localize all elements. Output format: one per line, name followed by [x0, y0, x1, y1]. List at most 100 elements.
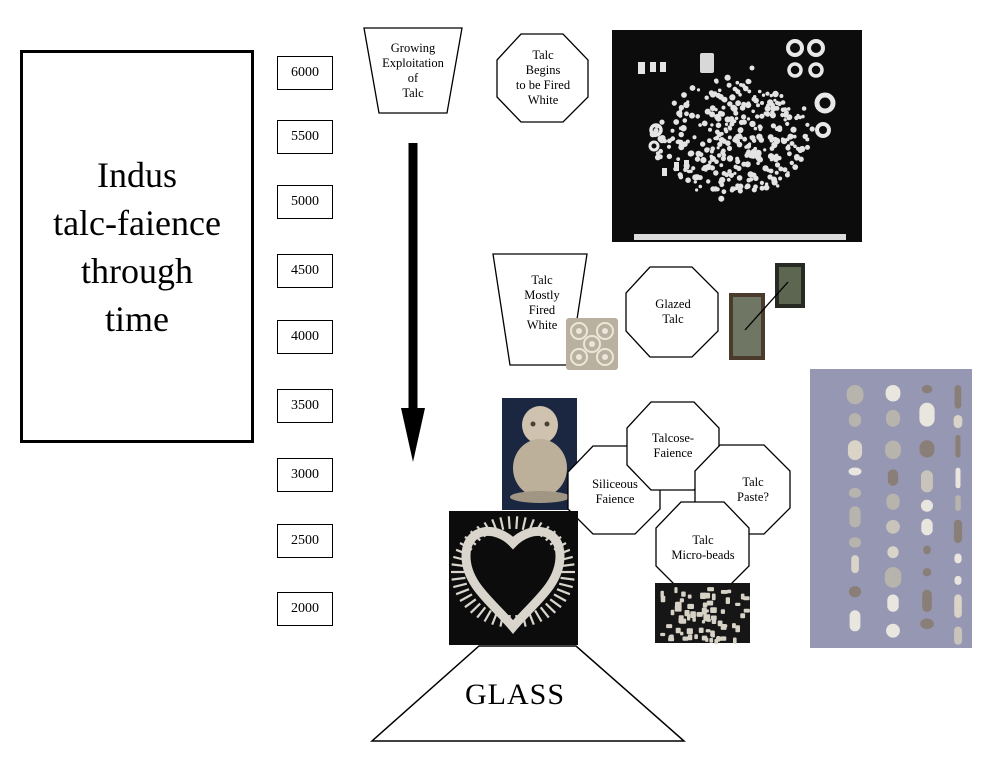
siliceous-faience-label: Siliceous Faience — [592, 477, 638, 506]
micro-bead — [678, 618, 683, 624]
white-bead — [780, 100, 786, 105]
bangle-tooth — [528, 518, 535, 532]
micro-bead — [698, 627, 704, 633]
bangle-tooth — [453, 555, 468, 562]
micro-bead — [694, 634, 698, 640]
white-bead — [769, 93, 773, 98]
white-bead — [790, 126, 797, 133]
micro-bead — [660, 595, 666, 603]
white-bead — [682, 118, 688, 123]
white-bead — [713, 170, 719, 176]
white-bead — [781, 138, 788, 145]
stone-bead — [886, 409, 900, 427]
glass-label: GLASS — [464, 678, 566, 711]
stone-bead — [851, 555, 859, 574]
white-bead — [692, 135, 697, 140]
white-bead — [786, 107, 791, 111]
white-bead — [723, 127, 728, 132]
white-bead — [742, 85, 749, 92]
white-bead — [694, 156, 701, 162]
white-bead — [698, 184, 703, 189]
white-bead — [727, 101, 733, 107]
white-bead — [709, 154, 714, 159]
talc-micro-beads-label: Talc Micro-beads — [671, 533, 735, 562]
white-bead — [726, 177, 731, 182]
stone-bead — [922, 589, 932, 612]
white-bead — [798, 156, 804, 162]
micro-bead — [720, 624, 727, 630]
bangle-tooth — [560, 563, 575, 568]
stone-bead — [919, 440, 935, 458]
micro-bead — [687, 594, 692, 599]
white-bead — [738, 127, 744, 133]
white-bead — [735, 80, 740, 85]
micro-bead — [709, 638, 714, 643]
white-bead — [751, 138, 757, 143]
white-bead — [738, 93, 742, 97]
micro-bead — [687, 613, 691, 621]
stone-bead — [885, 440, 901, 460]
white-bead — [772, 90, 779, 98]
stone-bead — [886, 493, 900, 510]
stone-bead — [920, 499, 933, 512]
bangle-tooth — [476, 606, 487, 619]
date-box-2000: 2000 — [277, 592, 333, 626]
white-bead — [796, 113, 800, 118]
white-bead — [692, 174, 699, 181]
micro-bead — [690, 611, 696, 618]
white-bead — [676, 139, 681, 145]
white-bead — [673, 166, 678, 172]
white-bead — [727, 125, 732, 130]
stone-bead — [953, 519, 963, 544]
white-bead — [653, 128, 659, 134]
stone-bead — [921, 518, 933, 536]
white-bead — [734, 88, 739, 93]
white-bead — [683, 101, 690, 109]
micro-bead — [732, 623, 736, 629]
micro-bead — [727, 589, 732, 594]
bangle-tooth — [459, 593, 473, 602]
white-bead — [784, 172, 790, 178]
white-bead — [704, 108, 711, 115]
stone-bead — [886, 519, 900, 534]
white-bead — [728, 172, 735, 178]
stone-bead — [953, 415, 963, 429]
bangle-tooth — [464, 535, 477, 546]
white-bead — [705, 163, 712, 171]
white-bead — [713, 136, 717, 141]
white-bead — [696, 88, 701, 92]
stone-bead — [954, 385, 962, 409]
white-bead — [799, 145, 806, 153]
white-bead — [787, 151, 792, 157]
bangle-tooth — [549, 535, 562, 546]
bangle-tooth — [553, 593, 567, 602]
white-bead — [695, 150, 702, 157]
micro-bead — [735, 625, 740, 633]
white-bead — [778, 166, 784, 172]
talc-paste-label: Talc Paste? — [737, 475, 769, 504]
white-bead — [774, 153, 779, 158]
white-bead — [685, 139, 690, 144]
bangle-tooth — [469, 602, 481, 614]
photo-glazed-talc — [729, 263, 805, 360]
stone-bead — [846, 385, 864, 405]
stone-bead — [849, 506, 861, 528]
micro-bead — [710, 615, 717, 621]
white-bead — [773, 98, 777, 102]
white-bead — [729, 94, 736, 101]
white-bead — [710, 146, 715, 151]
white-bead — [735, 156, 740, 161]
glass-triangle — [370, 645, 686, 742]
white-bead — [753, 146, 758, 151]
white-bead — [759, 185, 765, 191]
white-bead — [726, 145, 733, 151]
micro-bead — [711, 593, 716, 601]
bangle-tooth — [507, 615, 511, 628]
bangle-tooth — [476, 525, 487, 538]
white-bead — [785, 121, 790, 126]
stone-bead — [849, 610, 861, 632]
white-bead — [710, 112, 715, 117]
white-bead — [741, 114, 747, 120]
